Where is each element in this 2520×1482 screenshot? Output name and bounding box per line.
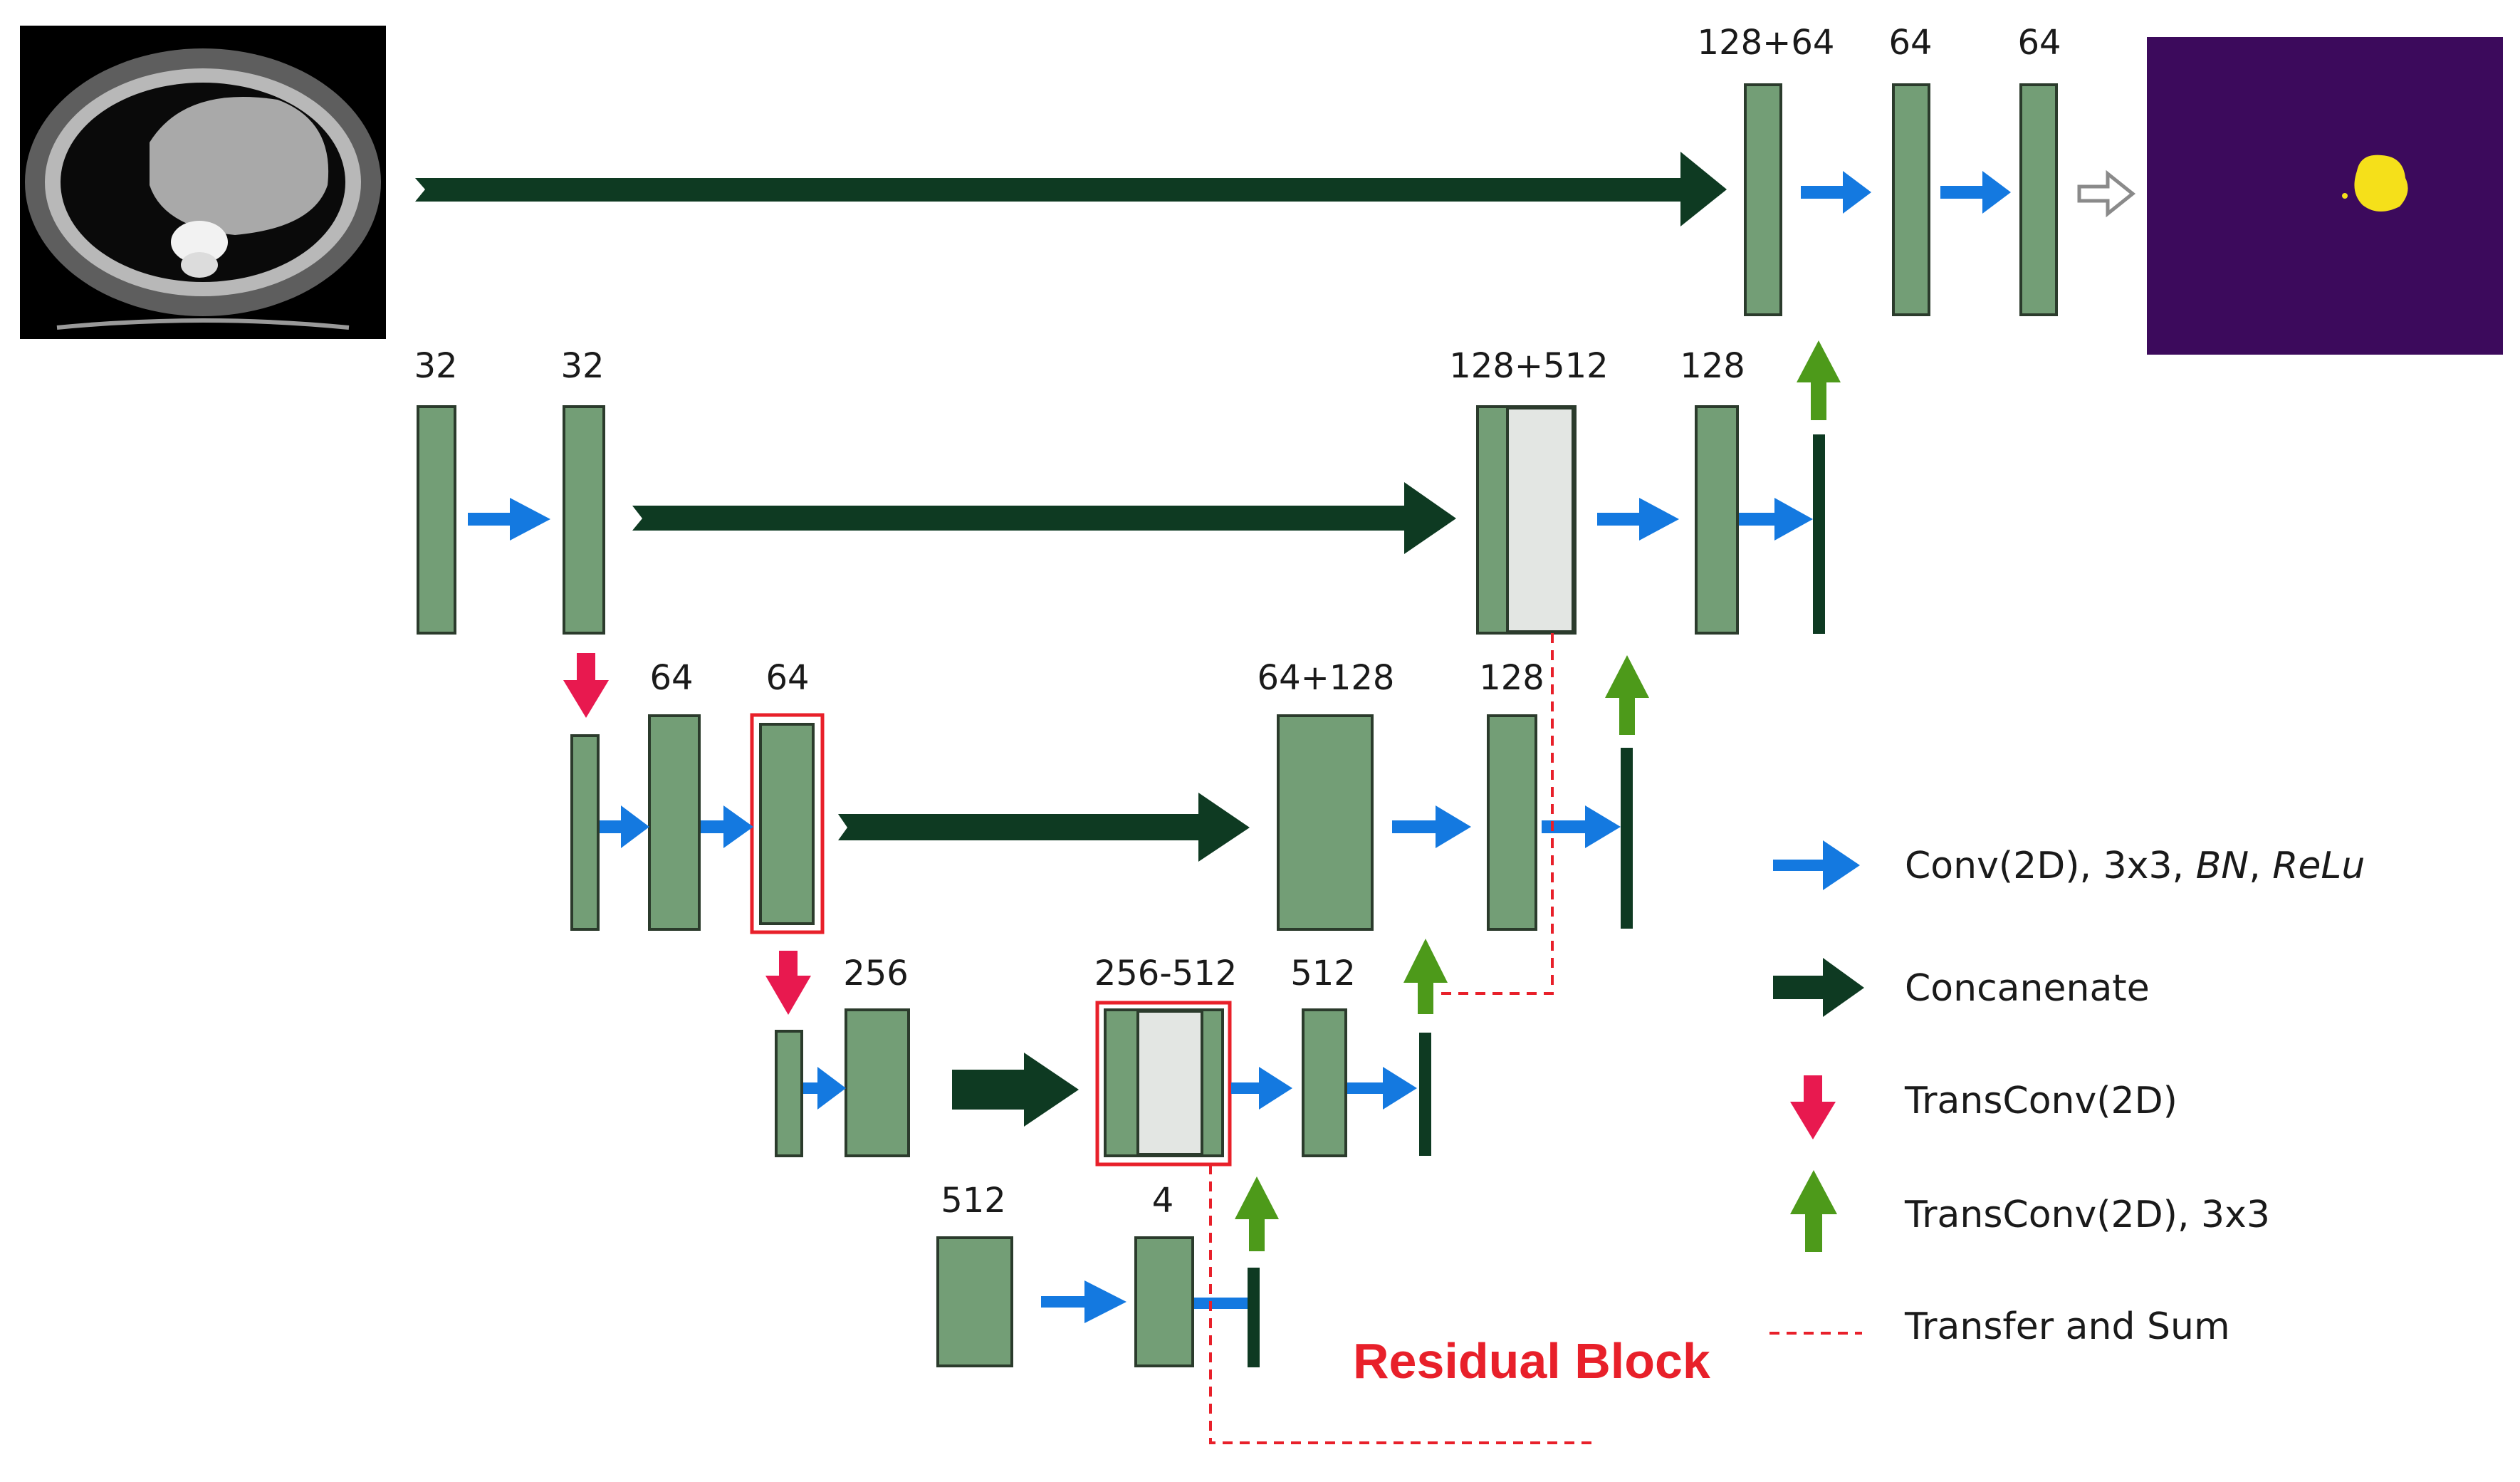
l2-block-a: [570, 734, 600, 931]
l2-label-d: 128: [1479, 658, 1544, 698]
l1-label-cat: 128+512: [1449, 346, 1608, 386]
l4-block-b: [1134, 1236, 1194, 1367]
legend-conv-icon: [1773, 840, 1860, 890]
l2-block-b: [648, 714, 701, 931]
conv-arrow-l2-4: [1542, 805, 1621, 848]
l4-block-a: [936, 1236, 1013, 1367]
l1-up-bar: [1813, 434, 1825, 634]
l2-block-d: [1487, 714, 1537, 931]
conv-arrow-l3-1: [803, 1067, 846, 1110]
l4-label-a: 512: [941, 1181, 1006, 1221]
legend: Conv(2D), 3x3, BN, ReLu Concanenate Tran…: [1769, 840, 2365, 1348]
l3-label-b: 256: [843, 954, 909, 993]
conv-arrow-l1-2: [1597, 498, 1679, 541]
legend-transfer-label: Transfer and Sum: [1904, 1305, 2230, 1348]
l1-block-cat-light: [1506, 407, 1574, 633]
residual-block-label: Residual Block: [1353, 1333, 1710, 1389]
l3-block-cat-light: [1136, 1010, 1203, 1156]
concat-arrow-l2: [838, 793, 1250, 862]
top-label-c3: 64: [2017, 23, 2061, 63]
l2-label-cat: 64+128: [1258, 658, 1395, 698]
l3-label-d: 512: [1290, 954, 1356, 993]
top-label-c2: 64: [1888, 23, 1932, 63]
top-label-cat: 128+64: [1698, 23, 1835, 63]
l3-residual-highlight: [1095, 1001, 1232, 1167]
l2-up-bar: [1621, 748, 1633, 929]
concat-arrow-top: [415, 152, 1727, 226]
conv-arrow-l3-2: [1231, 1067, 1292, 1110]
l1-label-b: 32: [560, 346, 604, 386]
down-arrow-l1: [563, 653, 609, 718]
conv-arrow-l1-1: [468, 498, 550, 541]
legend-transconv3-label: TransConv(2D), 3x3: [1904, 1194, 2270, 1236]
top-block-3: [2019, 83, 2058, 316]
l2-label-b: 64: [649, 658, 693, 698]
up-arrow-l1: [1605, 655, 1649, 735]
legend-transconv-icon: [1790, 1075, 1836, 1139]
conv-arrow-l4-2: [1194, 1298, 1248, 1309]
l1-block-b: [563, 405, 605, 635]
up-arrow-l2: [1403, 939, 1448, 1014]
output-hollow-arrow-icon: [2077, 169, 2136, 218]
conv-arrow-l2-3: [1392, 805, 1471, 848]
conv-arrow-top-2: [1940, 171, 2011, 214]
l2-residual-highlight: [750, 713, 825, 934]
legend-concat-label: Concanenate: [1905, 967, 2150, 1010]
l4-label-b: 4: [1152, 1181, 1174, 1221]
l4-up-bar: [1248, 1268, 1260, 1367]
conv-arrow-top-1: [1801, 171, 1871, 214]
segmentation-mask-image: [2147, 37, 2503, 355]
residual-line-lower: [1209, 1164, 1599, 1444]
legend-transconv3-icon: [1790, 1170, 1837, 1252]
top-block-2: [1892, 83, 1930, 316]
l2-block-cat: [1277, 714, 1374, 931]
conv-arrow-l3-3: [1347, 1067, 1417, 1110]
top-block-cat: [1744, 83, 1782, 316]
legend-concat-icon: [1773, 958, 1864, 1017]
conv-arrow-l2-2: [701, 805, 753, 848]
conv-arrow-l4-1: [1041, 1280, 1126, 1323]
residual-line-upper: [1438, 633, 1554, 995]
l3-up-bar: [1419, 1033, 1431, 1156]
down-arrow-l2: [765, 951, 811, 1015]
l1-label-d: 128: [1680, 346, 1745, 386]
legend-transconv-label: TransConv(2D): [1904, 1080, 2177, 1122]
concat-arrow-l1: [632, 482, 1456, 554]
up-arrow-l3: [1235, 1176, 1279, 1251]
l3-block-b: [845, 1008, 910, 1157]
l2-label-c: 64: [765, 658, 809, 698]
l3-label-cat: 256-512: [1094, 954, 1238, 993]
l2-block-c: [759, 723, 815, 925]
l1-block-a: [417, 405, 456, 635]
concat-arrow-l3: [952, 1053, 1079, 1127]
legend-conv-label: Conv(2D), 3x3, BN, ReLu: [1905, 845, 2365, 887]
l1-label-a: 32: [414, 346, 457, 386]
l3-block-d: [1302, 1008, 1347, 1157]
ct-scan-image: [20, 26, 386, 339]
l1-block-d: [1695, 405, 1739, 635]
up-arrow-top: [1797, 340, 1841, 420]
conv-arrow-l2-1: [600, 805, 649, 848]
conv-arrow-l1-3: [1739, 498, 1813, 541]
l3-block-a: [775, 1030, 803, 1157]
